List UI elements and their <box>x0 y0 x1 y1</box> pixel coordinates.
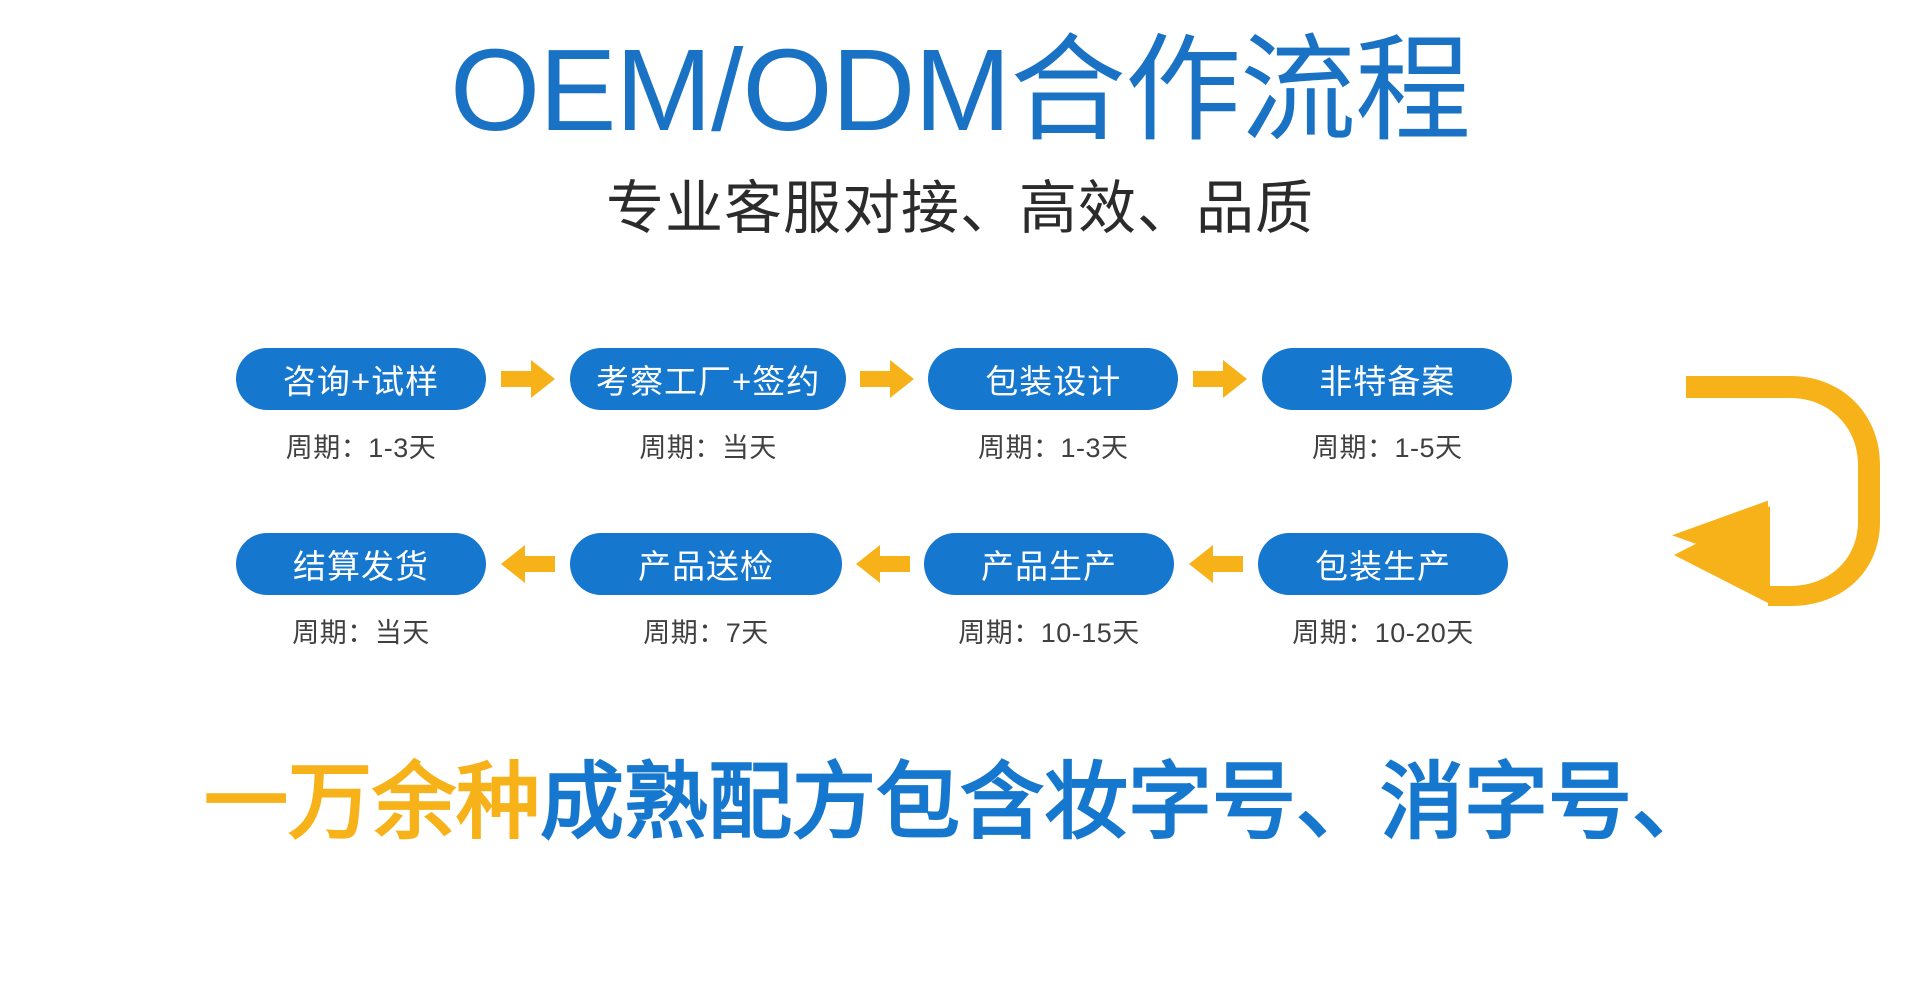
slogan-highlight: 一万余种 <box>203 755 540 849</box>
page-subtitle: 专业客服对接、高效、品质 <box>605 176 1314 241</box>
flow-row-reverse: 结算发货 周期：当天 产品送检 周期：7天 产品生产 周期：10-15天 <box>236 533 1676 669</box>
bottom-slogan: 一万余种成熟配方包含妆字号、消字号、 <box>0 752 1920 853</box>
arrow-right-icon <box>860 360 915 398</box>
slogan-rest: 成熟配方包含妆字号、消字号、 <box>540 755 1717 849</box>
flow-step-package-production[interactable]: 包装生产 周期：10-20天 <box>1258 533 1508 650</box>
flow-step-period: 周期：当天 <box>292 618 430 648</box>
flow-step-label: 产品生产 <box>924 533 1174 595</box>
flow-step-label: 结算发货 <box>236 533 486 595</box>
flow-step-period: 周期：1-3天 <box>978 433 1129 463</box>
flow-step-period: 周期：10-15天 <box>958 618 1140 648</box>
flow-step-filing[interactable]: 非特备案 周期：1-5天 <box>1262 348 1513 465</box>
connector-5 <box>842 533 924 595</box>
flow-step-label: 包装设计 <box>928 348 1179 410</box>
connector-4 <box>486 533 570 595</box>
flow-step-package-design[interactable]: 包装设计 周期：1-3天 <box>928 348 1179 465</box>
flow-step-label: 考察工厂+签约 <box>570 348 847 410</box>
connector-1 <box>486 348 570 410</box>
arrow-left-icon <box>1189 545 1243 583</box>
flow-step-consult[interactable]: 咨询+试样 周期：1-3天 <box>236 348 486 465</box>
u-turn-arrow-icon <box>1672 376 1880 606</box>
connector-2 <box>846 348 928 410</box>
connector-3 <box>1178 348 1262 410</box>
flow-step-label: 包装生产 <box>1258 533 1508 595</box>
arrow-left-icon <box>501 545 555 583</box>
flow-step-label: 产品送检 <box>570 533 842 595</box>
flow-step-period: 周期：当天 <box>639 433 777 463</box>
flow-step-settle-ship[interactable]: 结算发货 周期：当天 <box>236 533 486 650</box>
flow-step-period: 周期：1-3天 <box>285 433 437 463</box>
flow-step-label: 非特备案 <box>1262 348 1513 410</box>
flow-step-product-inspection[interactable]: 产品送检 周期：7天 <box>570 533 842 650</box>
arrow-right-icon <box>501 360 555 398</box>
connector-6 <box>1174 533 1258 595</box>
flow-step-period: 周期：10-20天 <box>1292 618 1474 648</box>
flow-row-forward: 咨询+试样 周期：1-3天 考察工厂+签约 周期：当天 包装设计 周期：1-3天 <box>236 348 1676 484</box>
flow-step-factory-visit[interactable]: 考察工厂+签约 周期：当天 <box>570 348 847 465</box>
page-title: OEM/ODM合作流程 <box>449 25 1471 155</box>
flow-step-label: 咨询+试样 <box>236 348 486 410</box>
flow-step-period: 周期：7天 <box>643 618 769 648</box>
flow-step-period: 周期：1-5天 <box>1312 433 1463 463</box>
arrow-right-icon <box>1193 360 1248 398</box>
arrow-left-icon <box>856 545 910 583</box>
flow-step-production[interactable]: 产品生产 周期：10-15天 <box>924 533 1174 650</box>
